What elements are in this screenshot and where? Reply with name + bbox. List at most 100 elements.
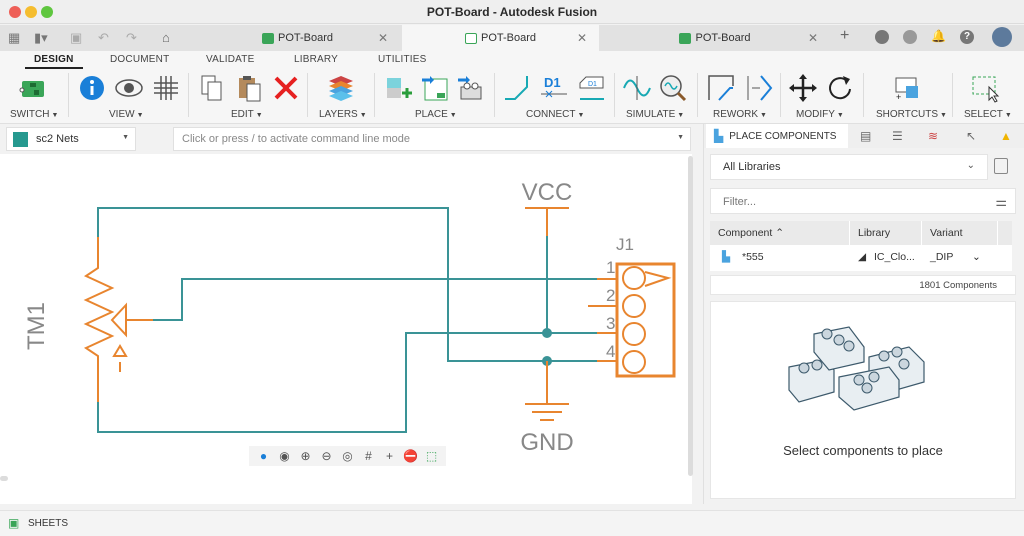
- place-component-icon[interactable]: [384, 73, 414, 103]
- home-icon[interactable]: ⌂: [162, 30, 170, 45]
- gnd-symbol[interactable]: [525, 361, 569, 421]
- net-wire[interactable]: [97, 207, 547, 362]
- eye-icon[interactable]: ◉: [279, 449, 290, 463]
- zoom-out-icon[interactable]: ⊖: [321, 449, 332, 463]
- column-library[interactable]: Library: [850, 221, 922, 245]
- extensions-icon[interactable]: [875, 30, 889, 44]
- place-menu[interactable]: PLACE▼: [415, 109, 457, 120]
- simulate-menu[interactable]: SIMULATE▼: [626, 109, 685, 120]
- select-window-icon[interactable]: [970, 73, 1000, 103]
- close-tab-icon[interactable]: ✕: [377, 31, 388, 45]
- undo-icon[interactable]: ↶: [98, 30, 109, 45]
- net-icon[interactable]: [503, 73, 533, 103]
- warning-icon[interactable]: ▲: [1000, 129, 1012, 143]
- net-wire[interactable]: [153, 278, 597, 321]
- tab-document[interactable]: DOCUMENT: [110, 54, 170, 65]
- sheets-toggle[interactable]: SHEETS: [28, 518, 69, 529]
- zoom-in-icon[interactable]: ⊕: [300, 449, 311, 463]
- vcc-symbol[interactable]: [525, 207, 569, 236]
- table-row[interactable]: ▙ *555 ◢ IC_Clo... _DIP ⌄: [710, 245, 1012, 269]
- copy-icon[interactable]: [198, 73, 228, 103]
- library-select[interactable]: All Libraries ⌄: [710, 154, 988, 180]
- shortcuts-icon[interactable]: +: [893, 73, 923, 103]
- zoom-fit-icon[interactable]: ◎: [342, 449, 353, 463]
- column-component[interactable]: Component ⌃: [710, 221, 850, 245]
- switch-menu[interactable]: SWITCH▼: [10, 109, 59, 120]
- tab-library[interactable]: LIBRARY: [294, 54, 339, 65]
- eye-icon[interactable]: [114, 73, 144, 103]
- select-menu[interactable]: SELECT▼: [964, 109, 1012, 120]
- select-window-icon[interactable]: ⬚: [425, 449, 438, 463]
- layers-icon[interactable]: [326, 73, 356, 103]
- filter-settings-icon[interactable]: ⚌: [995, 194, 1007, 209]
- pointer-icon[interactable]: ↖: [966, 129, 977, 143]
- help-icon[interactable]: ?: [960, 30, 974, 44]
- minimize-window-button[interactable]: [25, 6, 37, 18]
- grid-icon[interactable]: #: [365, 449, 372, 463]
- tab-place-components[interactable]: ▙ PLACE COMPONENTS: [706, 124, 848, 148]
- rework-route-icon[interactable]: [706, 73, 736, 103]
- save-icon[interactable]: ▣: [70, 30, 83, 45]
- place-block-icon[interactable]: [456, 73, 486, 103]
- close-window-button[interactable]: [9, 6, 21, 18]
- horizontal-scrollbar[interactable]: [0, 476, 8, 481]
- filter-input[interactable]: Filter... ⚌: [710, 188, 1016, 214]
- potentiometer-symbol[interactable]: [83, 237, 153, 402]
- notifications-icon[interactable]: 🔔: [931, 29, 946, 43]
- variant-chevron-icon[interactable]: ⌄: [972, 251, 981, 263]
- library-settings-icon[interactable]: [994, 158, 1008, 174]
- connector-j1-symbol[interactable]: [588, 262, 676, 378]
- junction: [542, 328, 552, 338]
- document-tab[interactable]: POT-Board ✕: [195, 25, 400, 51]
- name-icon[interactable]: D1: [539, 73, 569, 103]
- sheets-icon[interactable]: ▣: [8, 516, 20, 530]
- stop-icon[interactable]: ⛔: [403, 449, 418, 463]
- apps-grid-icon[interactable]: ▦: [8, 30, 21, 45]
- info-icon[interactable]: [77, 73, 107, 103]
- delete-icon[interactable]: [271, 73, 301, 103]
- connect-menu[interactable]: CONNECT▼: [526, 109, 585, 120]
- simulate-icon[interactable]: [622, 73, 652, 103]
- shortcuts-menu[interactable]: SHORTCUTS▼: [876, 109, 947, 120]
- simulation-probe-icon[interactable]: [658, 73, 688, 103]
- grid-icon[interactable]: [151, 73, 181, 103]
- vertical-scrollbar[interactable]: [688, 156, 693, 476]
- switch-board-icon[interactable]: [18, 73, 48, 103]
- layers-menu[interactable]: LAYERS▼: [319, 109, 367, 120]
- list-icon[interactable]: ☰: [892, 129, 903, 143]
- new-tab-icon[interactable]: +: [840, 27, 850, 44]
- design-manager-icon[interactable]: ▤: [860, 129, 872, 143]
- zoom-window-button[interactable]: [41, 6, 53, 18]
- document-tab[interactable]: POT-Board ✕: [600, 25, 830, 51]
- redo-icon[interactable]: ↷: [126, 30, 137, 45]
- rework-miter-icon[interactable]: [744, 73, 774, 103]
- column-variant[interactable]: Variant: [922, 221, 998, 245]
- place-schematic-icon[interactable]: [420, 73, 450, 103]
- view-menu[interactable]: VIEW▼: [109, 109, 144, 120]
- tab-design[interactable]: DESIGN: [34, 54, 74, 65]
- tab-utilities[interactable]: UTILITIES: [378, 54, 427, 65]
- user-avatar[interactable]: [992, 27, 1012, 47]
- command-line-input[interactable]: Click or press / to activate command lin…: [173, 127, 691, 151]
- job-status-icon[interactable]: [903, 30, 917, 44]
- document-tab-active[interactable]: POT-Board ✕: [402, 25, 599, 51]
- layers-icon[interactable]: ≋: [928, 129, 939, 143]
- group-label: CONNECT: [526, 109, 576, 120]
- file-menu-icon[interactable]: ▮▾: [34, 30, 48, 45]
- modify-menu[interactable]: MODIFY▼: [796, 109, 844, 120]
- net-wire[interactable]: [97, 332, 597, 433]
- label-icon[interactable]: D1: [576, 73, 606, 103]
- paste-icon[interactable]: [235, 73, 265, 103]
- info-icon[interactable]: ●: [259, 449, 268, 463]
- rework-menu[interactable]: REWORK▼: [713, 109, 767, 120]
- crosshair-icon[interactable]: +: [385, 449, 393, 463]
- move-icon[interactable]: [788, 73, 818, 103]
- schematic-canvas[interactable]: VCC GND J1 1 2 3 4 TM1: [0, 154, 693, 504]
- tab-validate[interactable]: VALIDATE: [206, 54, 255, 65]
- close-tab-icon[interactable]: ✕: [807, 31, 818, 45]
- edit-menu[interactable]: EDIT▼: [231, 109, 263, 120]
- rotate-icon[interactable]: [825, 73, 855, 103]
- close-tab-icon[interactable]: ✕: [576, 31, 587, 45]
- net-class-select[interactable]: sc2 Nets ▼: [6, 127, 136, 151]
- chevron-down-icon[interactable]: ▼: [677, 134, 684, 141]
